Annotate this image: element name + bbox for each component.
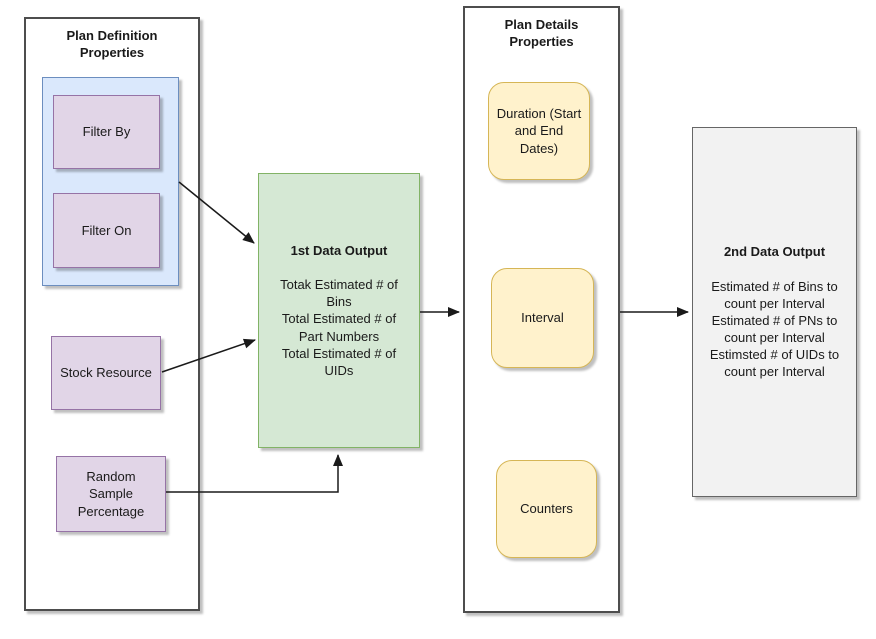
interval-node: Interval: [491, 268, 594, 368]
filter-on-node: Filter On: [53, 193, 160, 268]
filter-by-node: Filter By: [53, 95, 160, 169]
random-sample-label: Random Sample Percentage: [77, 469, 145, 519]
counters-label: Counters: [520, 501, 573, 517]
duration-label: Duration (Start and End Dates): [496, 106, 582, 156]
plan-details-title: Plan Details Properties: [504, 17, 579, 49]
stock-resource-node: Stock Resource: [51, 336, 161, 410]
plan-definition-title: Plan Definition Properties: [66, 28, 158, 60]
first-data-output-title: 1st Data Output: [290, 242, 388, 258]
stock-resource-label: Stock Resource: [60, 365, 152, 381]
first-data-output-line: Total Estimated # of Part Numbers: [281, 311, 397, 344]
second-data-output-line: Estimated # of Bins to count per Interva…: [711, 278, 838, 311]
duration-node: Duration (Start and End Dates): [488, 82, 590, 180]
filter-by-label: Filter By: [82, 124, 131, 140]
random-sample-node: Random Sample Percentage: [56, 456, 166, 532]
filter-on-label: Filter On: [81, 222, 132, 238]
first-data-output-line: Total Estimated # of UIDs: [281, 345, 397, 378]
counters-node: Counters: [496, 460, 597, 558]
first-data-output-node: 1st Data Output Totak Estimated # of Bin…: [258, 173, 420, 448]
second-data-output-line: Estimsted # of UIDs to count per Interva…: [709, 347, 840, 380]
second-data-output-node: 2nd Data Output Estimated # of Bins to c…: [692, 127, 857, 497]
first-data-output-line: Totak Estimated # of Bins: [280, 277, 398, 310]
second-data-output-title: 2nd Data Output: [723, 244, 826, 260]
second-data-output-line: Estimated # of PNs to count per Interval: [711, 312, 838, 346]
interval-label: Interval: [521, 310, 564, 326]
